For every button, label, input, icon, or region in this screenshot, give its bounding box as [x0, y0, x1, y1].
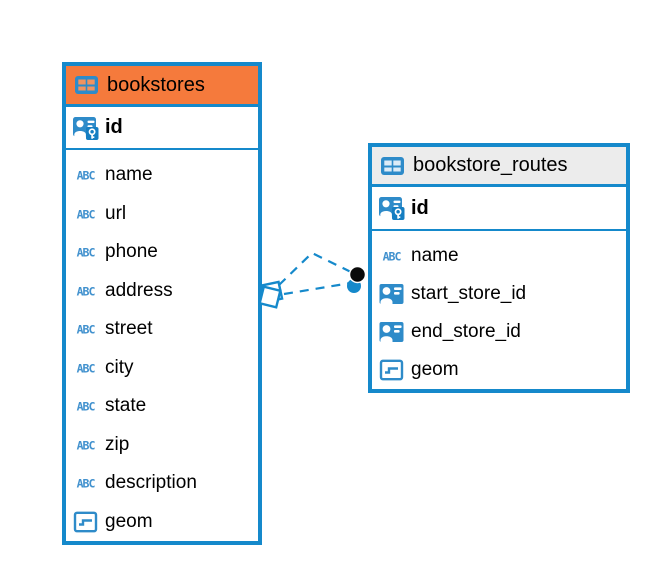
column-row[interactable]: start_store_id — [372, 275, 626, 313]
table-header[interactable]: bookstores — [66, 66, 258, 107]
primary-key-row[interactable]: id — [372, 187, 626, 231]
table-node-bookstores[interactable]: bookstores id name url phone address str… — [62, 62, 262, 545]
column-row[interactable]: state — [66, 387, 258, 426]
column-label: start_store_id — [411, 283, 527, 304]
text-type-icon — [72, 433, 99, 457]
column-row[interactable]: city — [66, 349, 258, 388]
text-type-icon — [378, 244, 405, 268]
column-label: zip — [105, 433, 130, 455]
column-row[interactable]: address — [66, 272, 258, 311]
table-icon — [379, 154, 406, 178]
table-icon — [73, 73, 100, 97]
primary-key-icon — [378, 196, 405, 220]
column-label: phone — [105, 241, 158, 263]
columns-section: name url phone address street city state… — [66, 150, 258, 541]
table-title: bookstores — [107, 73, 205, 96]
column-row[interactable]: zip — [66, 426, 258, 465]
column-label: address — [105, 279, 173, 301]
column-row[interactable]: geom — [66, 503, 258, 542]
column-label: end_store_id — [411, 321, 521, 342]
column-label: state — [105, 395, 147, 417]
column-row[interactable]: end_store_id — [372, 313, 626, 351]
text-type-icon — [72, 279, 99, 303]
geometry-type-icon — [378, 358, 405, 382]
column-label: geom — [105, 510, 153, 532]
column-row[interactable]: description — [66, 464, 258, 503]
primary-key-row[interactable]: id — [66, 107, 258, 150]
column-row[interactable]: geom — [372, 351, 626, 389]
column-row[interactable]: street — [66, 310, 258, 349]
text-type-icon — [72, 317, 99, 341]
primary-key-label: id — [105, 116, 123, 138]
column-label: street — [105, 318, 153, 340]
column-label: description — [105, 472, 197, 494]
column-row[interactable]: name — [372, 237, 626, 275]
table-header[interactable]: bookstore_routes — [372, 147, 626, 187]
foreign-key-icon — [378, 282, 405, 306]
column-label: url — [105, 202, 127, 224]
columns-section: name start_store_id end_store_id geom — [372, 231, 626, 389]
text-type-icon — [72, 202, 99, 226]
foreign-key-icon — [378, 320, 405, 344]
column-row[interactable]: name — [66, 156, 258, 195]
text-type-icon — [72, 163, 99, 187]
column-label: name — [105, 164, 153, 186]
primary-key-label: id — [411, 196, 429, 219]
table-title: bookstore_routes — [413, 154, 568, 176]
primary-key-icon — [72, 116, 99, 140]
text-type-icon — [72, 394, 99, 418]
geometry-type-icon — [72, 510, 99, 534]
column-label: name — [411, 245, 459, 266]
text-type-icon — [72, 471, 99, 495]
text-type-icon — [72, 356, 99, 380]
column-label: city — [105, 356, 134, 378]
column-row[interactable]: phone — [66, 233, 258, 272]
table-node-bookstore_routes[interactable]: bookstore_routes id name start_store_id … — [368, 143, 630, 393]
column-label: geom — [411, 359, 459, 380]
text-type-icon — [72, 240, 99, 264]
column-row[interactable]: url — [66, 195, 258, 234]
